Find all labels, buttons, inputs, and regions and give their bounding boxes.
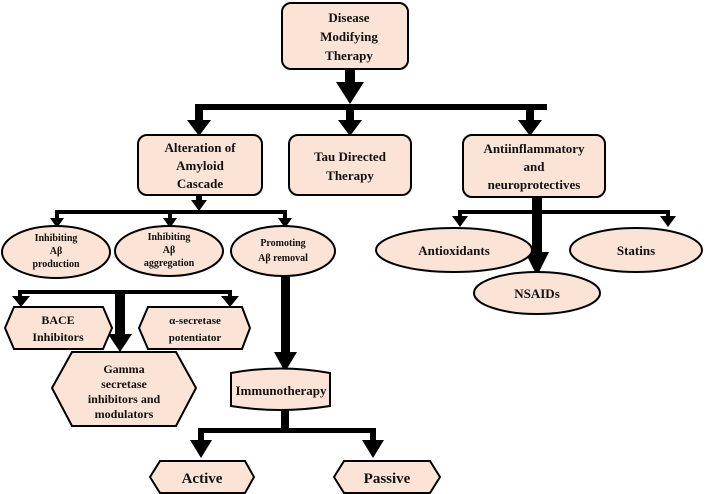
node-aggregation-line-2: Aβ — [163, 245, 176, 256]
node-gamma-line-1: Gamma — [103, 362, 144, 376]
node-promoting-abeta-removal: Promoting Aβ removal — [230, 225, 336, 277]
node-nsaids: NSAIDs — [473, 271, 601, 315]
node-antiinflammatory-line-1: Antiinflammatory — [483, 141, 585, 156]
node-bace-inhibitors: BACE Inhibitors — [3, 306, 114, 350]
node-gamma-line-2: secretase — [101, 377, 147, 391]
node-amyloid-line-3: Cascade — [177, 176, 223, 191]
node-amyloid-line-2: Amyloid — [176, 158, 224, 173]
node-nsaids-label: NSAIDs — [514, 286, 560, 301]
node-active: Active — [148, 460, 256, 494]
node-gamma-line-3: inhibitors and — [88, 392, 161, 406]
node-production-line-1: Inhibiting — [35, 233, 78, 244]
node-statins-label: Statins — [617, 243, 655, 258]
node-antioxidants-label: Antioxidants — [418, 243, 490, 258]
node-alteration-of-amyloid-cascade: Alteration of Amyloid Cascade — [137, 134, 263, 196]
node-production-line-2: Aβ — [50, 246, 63, 257]
node-passive: Passive — [332, 460, 442, 494]
node-aggregation-line-3: aggregation — [144, 258, 195, 269]
node-statins: Statins — [569, 227, 703, 273]
connectors — [12, 68, 676, 458]
node-aggregation-line-1: Inhibiting — [148, 232, 191, 243]
node-root-line-2: Modifying — [320, 29, 378, 44]
node-production-line-3: production — [32, 259, 79, 270]
node-disease-modifying-therapy: Disease Modifying Therapy — [281, 2, 409, 70]
node-antioxidants: Antioxidants — [375, 227, 533, 273]
node-passive-label: Passive — [364, 471, 411, 487]
node-gamma-secretase: Gamma secretase inhibitors and modulator… — [50, 351, 198, 427]
node-alpha-line-1: α-secretase — [169, 315, 221, 327]
node-root-line-1: Disease — [328, 10, 369, 25]
node-gamma-line-4: modulators — [95, 407, 154, 421]
node-amyloid-line-1: Alteration of — [164, 140, 236, 155]
node-tau-directed-therapy: Tau Directed Therapy — [288, 134, 412, 196]
node-immunotherapy-label: Immunotherapy — [235, 383, 327, 398]
node-root-line-3: Therapy — [325, 48, 373, 63]
node-bace-line-2: Inhibitors — [32, 330, 84, 344]
node-antiinflammatory-line-2: and — [524, 159, 546, 174]
node-removal-line-1: Promoting — [260, 238, 305, 249]
node-removal-line-2: Aβ removal — [258, 253, 308, 264]
node-bace-line-1: BACE — [41, 313, 74, 327]
node-tau-line-1: Tau Directed — [314, 149, 387, 164]
node-inhibiting-abeta-aggregation: Inhibiting Aβ aggregation — [114, 225, 224, 277]
node-antiinflammatory-line-3: neuroprotectives — [488, 177, 581, 192]
node-inhibiting-abeta-production: Inhibiting Aβ production — [1, 225, 111, 279]
node-alpha-secretase-potentiator: α-secretase potentiator — [137, 306, 252, 350]
node-immunotherapy: Immunotherapy — [230, 367, 331, 411]
node-tau-line-2: Therapy — [326, 168, 374, 183]
node-active-label: Active — [182, 471, 223, 487]
node-antiinflammatory-and-neuroprotectives: Antiinflammatory and neuroprotectives — [462, 134, 606, 198]
node-alpha-line-2: potentiator — [169, 332, 222, 344]
